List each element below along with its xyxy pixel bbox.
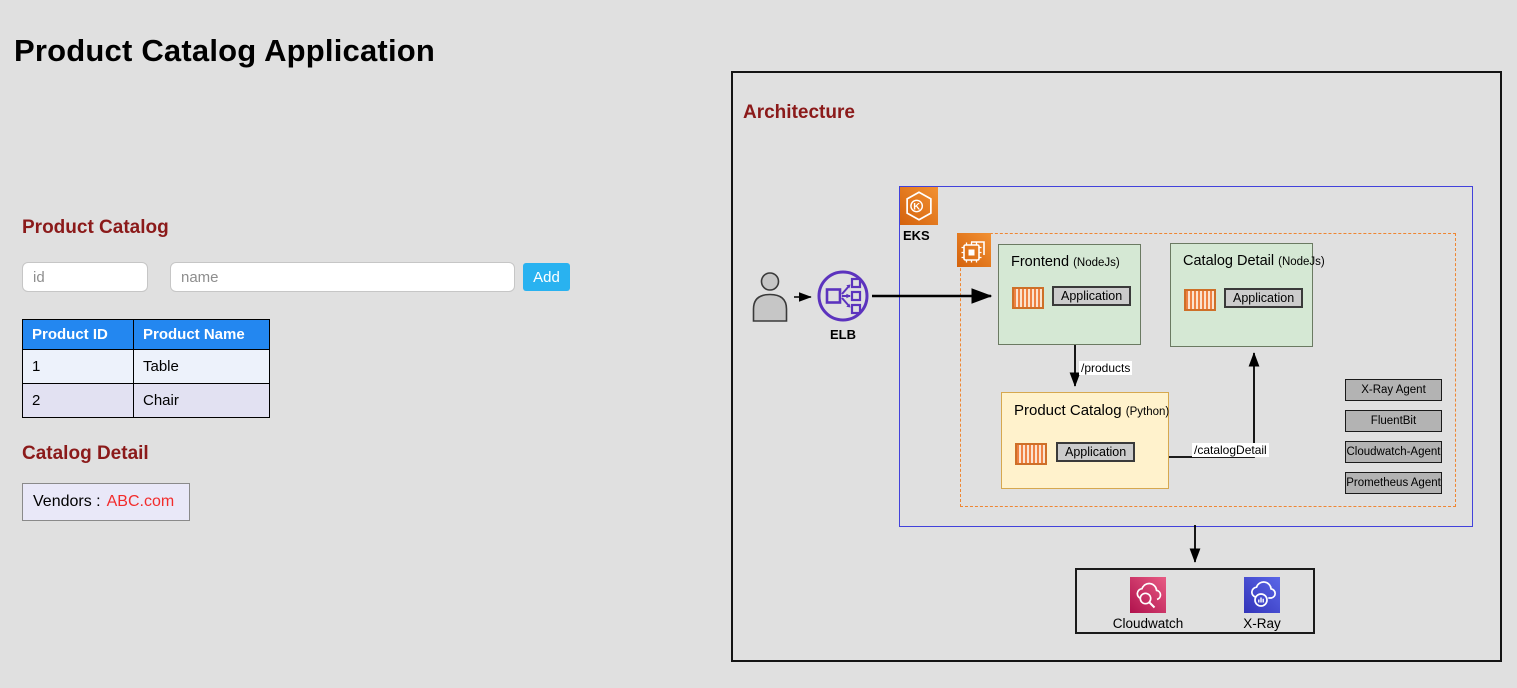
container-icon [1012,287,1044,309]
user-icon [752,272,788,322]
vendors-box: Vendors : ABC.com [22,483,190,521]
container-service-icon [957,233,991,267]
cloudwatch-icon [1130,577,1166,613]
table-row: 2 Chair [22,383,270,418]
monitoring-box [1075,568,1315,634]
frontend-node: Frontend (NodeJs) Application [998,244,1141,345]
vendor-value: ABC.com [106,493,175,510]
svg-text:K: K [913,201,920,212]
product-table: Product ID Product Name 1 Table 2 Chair [22,319,270,418]
fluentbit-agent-box: FluentBit [1345,410,1442,432]
add-button[interactable]: Add [523,263,570,291]
product-name-header: Product Name [133,319,270,350]
product-id-cell: 2 [22,383,134,418]
table-row: 1 Table [22,349,270,384]
container-icon [1184,289,1216,311]
catalog-detail-heading: Catalog Detail [22,443,149,464]
namespace-boundary [960,233,1456,507]
cloudwatch-label: Cloudwatch [1112,616,1184,631]
xray-icon [1244,577,1280,613]
product-catalog-node: Product Catalog (Python) Application [1001,392,1169,489]
product-name-cell: Chair [133,383,270,418]
eks-icon: K [900,187,938,225]
xray-label: X-Ray [1243,616,1281,631]
frontend-node-title: Frontend (NodeJs) [1011,254,1120,270]
product-id-input[interactable] [22,262,148,292]
page-title: Product Catalog Application [14,32,436,68]
cloudwatch-agent-box: Cloudwatch-Agent [1345,441,1442,463]
vendors-label: Vendors : [33,493,101,510]
catalog-detail-application-chip: Application [1224,288,1304,308]
eks-label: EKS [903,228,930,243]
product-table-header-row: Product ID Product Name [22,319,270,350]
architecture-panel: Architecture K EKS ELB [731,71,1502,662]
product-catalog-node-title: Product Catalog (Python) [1014,402,1170,419]
product-catalog-application-chip: Application [1056,442,1136,462]
catalog-detail-edge-label: /catalogDetail [1192,443,1269,457]
product-id-header: Product ID [22,319,134,350]
product-name-input[interactable] [170,262,515,292]
products-edge-label: /products [1079,361,1133,375]
product-id-cell: 1 [22,349,134,384]
frontend-application-chip: Application [1052,286,1132,306]
product-name-cell: Table [133,349,270,384]
architecture-heading: Architecture [743,102,855,123]
eks-cluster-boundary [899,186,1473,527]
container-icon [1015,443,1047,465]
catalog-detail-node-title: Catalog Detail (NodeJs) [1183,253,1325,269]
elb-label: ELB [830,327,856,342]
elb-icon [817,270,869,322]
xray-agent-box: X-Ray Agent [1345,379,1442,401]
catalog-detail-node: Catalog Detail (NodeJs) Application [1170,243,1325,347]
product-catalog-heading: Product Catalog [22,217,169,238]
prometheus-agent-box: Prometheus Agent [1345,472,1442,494]
